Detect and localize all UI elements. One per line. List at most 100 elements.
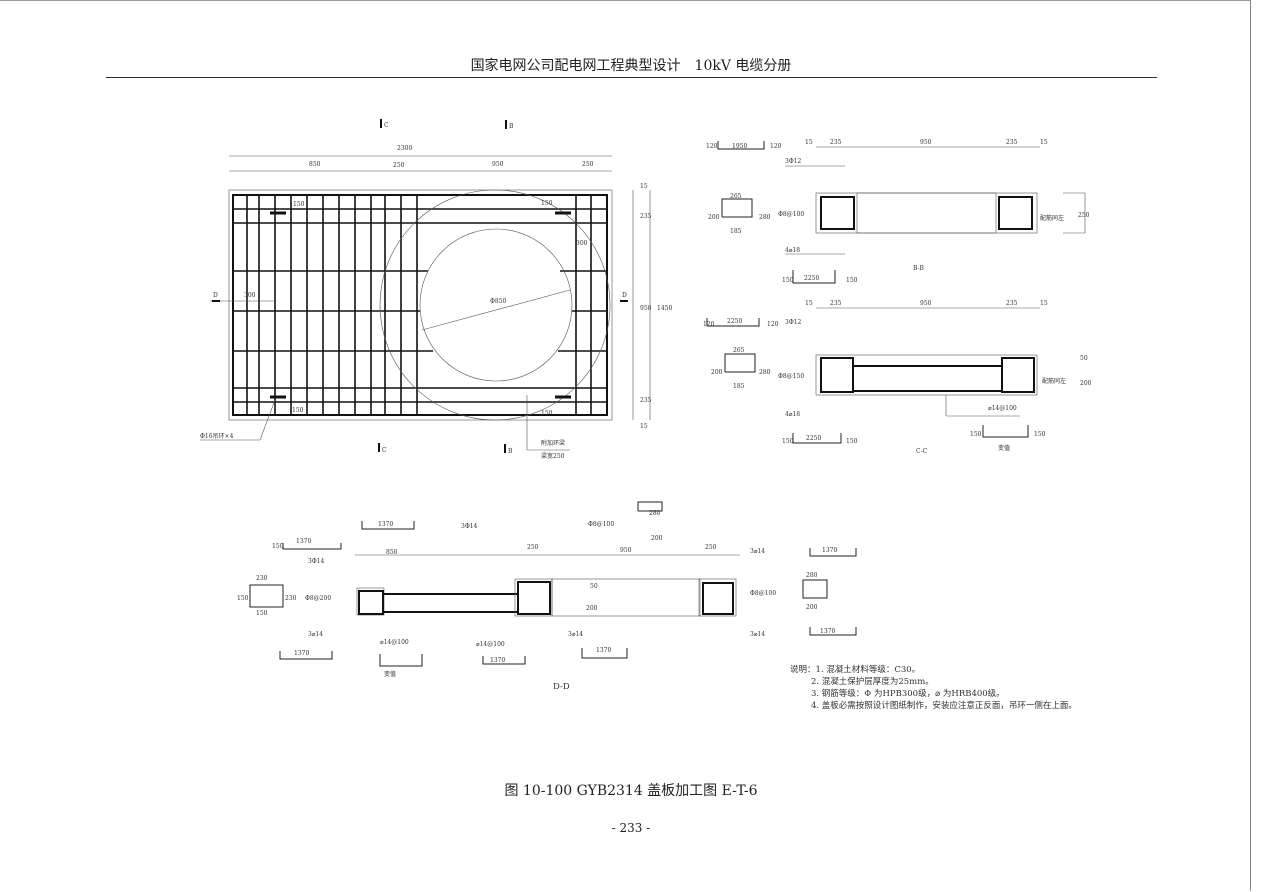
bar-dim: 1370 (294, 650, 309, 657)
stirrup-dim: 265 (733, 347, 745, 354)
stirrup-dim: 185 (730, 228, 742, 235)
bar-dim: 150 (782, 438, 794, 445)
dim: 250 (582, 161, 594, 168)
stirrup-dim: 230 (285, 595, 297, 602)
section-mark-d: D (213, 292, 218, 299)
bar-dim: 120 (770, 143, 782, 150)
dim: 200 (586, 605, 598, 612)
note-line: 说明：1. 混凝土材料等级：C30。 (790, 664, 920, 675)
dim: 235 (830, 300, 842, 307)
stirrup-dim: 200 (711, 369, 723, 376)
dim: 250 (1078, 212, 1090, 219)
dim: 250 (393, 162, 405, 169)
vertical-rebars (246, 195, 592, 415)
note-line: 3. 钢筋等级：Φ 为HPB300级，⌀ 为HRB400级。 (811, 688, 1005, 699)
rebar-label: 4⌀18 (785, 411, 800, 418)
section-title: B-B (913, 265, 925, 272)
figure-caption: 图 10-100 GYB2314 盖板加工图 E-T-6 (504, 783, 758, 799)
dim: 15 (1040, 300, 1048, 307)
bar-var-label: 变值 (998, 444, 1010, 452)
rebar-label: Φ8@200 (305, 595, 331, 602)
rebar-label: Φ8@150 (778, 373, 804, 380)
section-mark-c: C (384, 122, 389, 129)
section-b-b: 15 235 950 235 15 250 3Φ12 Φ8@100 4⌀18 配… (706, 139, 1090, 284)
dim: 15 (805, 139, 813, 146)
dim: 235 (1006, 139, 1018, 146)
bar-dim: 1950 (732, 143, 747, 150)
dim: 15 (640, 183, 648, 190)
dim: 950 (492, 161, 504, 168)
dim: 950 (920, 139, 932, 146)
bar-dim: 1370 (490, 657, 505, 664)
stirrup-dim: 150 (237, 595, 249, 602)
section-title: D-D (553, 682, 570, 692)
note-line: 2. 混凝土保护层厚度为25mm。 (811, 676, 934, 687)
bar-dim: 1370 (378, 521, 393, 528)
dim-total-height: 1450 (657, 305, 672, 312)
rebar-label: 3⌀14 (568, 631, 583, 638)
dim: 250 (705, 544, 717, 551)
stirrup-dim: 230 (256, 575, 268, 582)
bar-dim: 120 (706, 143, 718, 150)
bar-dim: 150 (1034, 431, 1046, 438)
rebar-label: Φ8@100 (588, 521, 614, 528)
rebar-label: 配筋同左 (1042, 377, 1066, 385)
page-header: 国家电网公司配电网工程典型设计 10kV 电缆分册 (470, 58, 792, 74)
section-d-d: 850 250 950 250 50 200 3Φ14 Φ8@200 3⌀14 … (237, 501, 857, 692)
stirrup-dim: 200 (708, 214, 720, 221)
bar-dim: 1370 (822, 547, 837, 554)
rebar-label: Φ8@100 (778, 211, 804, 218)
bar-dim: 150 (782, 277, 794, 284)
lifting-ring-label: Φ16吊环×4 (200, 433, 234, 440)
beam-width-label: 梁宽250 (541, 452, 565, 460)
dim: 950 (620, 547, 632, 554)
dim: 300 (576, 240, 588, 247)
ring-beam-label: 附加环梁 (541, 439, 565, 447)
stirrup-dim: 280 (759, 214, 771, 221)
stirrup-dim: 280 (806, 572, 818, 579)
dim: 235 (640, 213, 652, 220)
rebar-label: ⌀14@100 (476, 641, 505, 648)
section-mark-b: B (509, 123, 514, 130)
dim: 950 (920, 300, 932, 307)
dim: 200 (1080, 380, 1092, 387)
header-rule (106, 77, 1157, 78)
section-title: C-C (916, 448, 928, 455)
rebar-label: Φ8@100 (750, 590, 776, 597)
dim-diameter: Φ850 (490, 298, 507, 305)
bar-dim: 1370 (820, 628, 835, 635)
bar-dim: 150 (846, 277, 858, 284)
horizontal-rebars (233, 208, 607, 403)
manhole-opening (419, 228, 573, 382)
bar-dim: 150 (846, 438, 858, 445)
dim: 50 (590, 583, 598, 590)
rebar-label: 3Φ14 (308, 558, 325, 565)
dim: 15 (1040, 139, 1048, 146)
dim: 235 (830, 139, 842, 146)
dim: 850 (386, 549, 398, 556)
notes: 说明：1. 混凝土材料等级：C30。 2. 混凝土保护层厚度为25mm。 3. … (790, 664, 1077, 711)
lifting-rings (270, 211, 571, 399)
rebar-label: 3Φ14 (461, 523, 478, 530)
stirrup-dim: 150 (256, 610, 268, 617)
bar-dim: 2250 (804, 275, 819, 282)
slab-outline (228, 189, 613, 421)
plan-view: C B C B D D 2300 850 250 950 250 15 235 … (200, 119, 672, 460)
section-mark-b: B (508, 448, 513, 455)
dim: 150 (541, 410, 553, 417)
section-mark-d: D (622, 292, 627, 299)
bar-dim: 1370 (296, 538, 311, 545)
section-mark-c: C (382, 447, 387, 454)
bar-dim: 120 (767, 321, 779, 328)
stirrup-dim: 200 (651, 535, 663, 542)
stirrup-dim: 280 (759, 369, 771, 376)
bar-var-label: 变值 (384, 670, 396, 678)
bar-dim: 150 (970, 431, 982, 438)
stirrup-dim: 200 (806, 604, 818, 611)
rebar-label: 3Φ12 (785, 158, 802, 165)
dim: 15 (805, 300, 813, 307)
dim: 250 (527, 544, 539, 551)
rebar-label: 4⌀18 (785, 247, 800, 254)
